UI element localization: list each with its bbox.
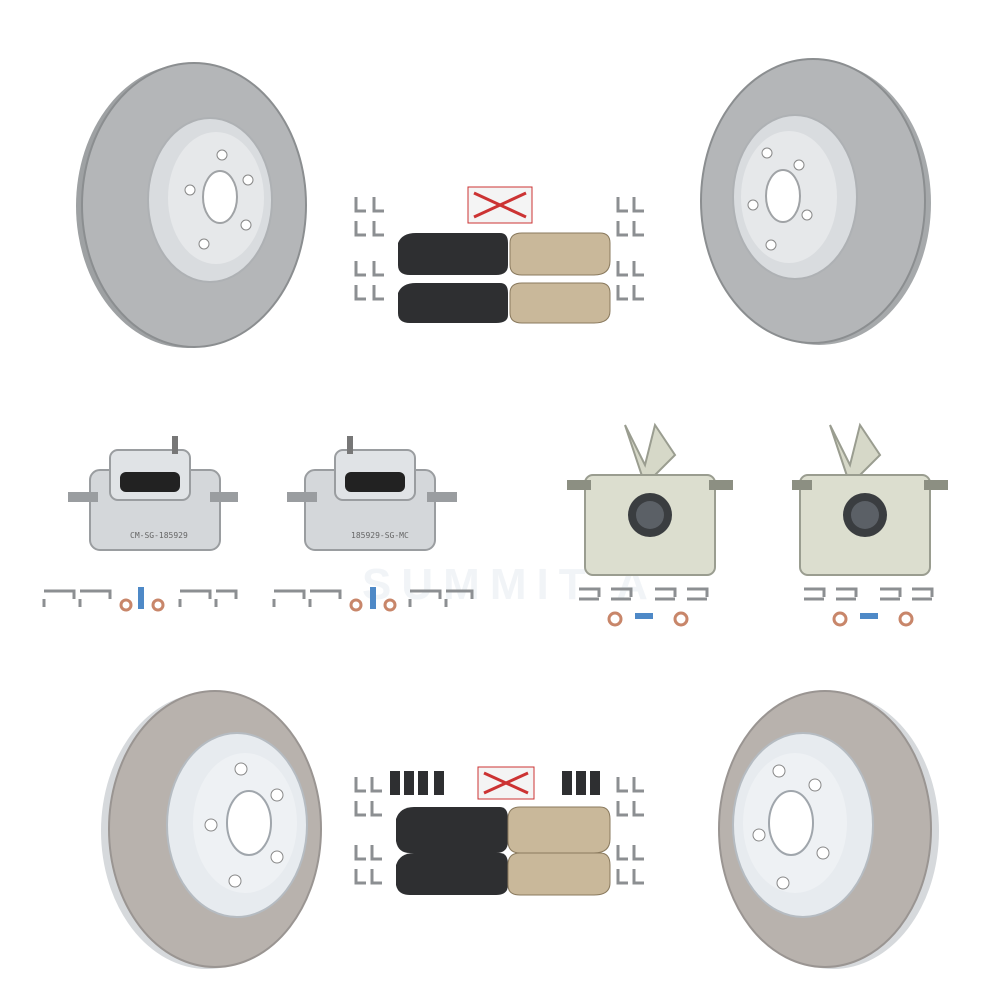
rear-caliper-right <box>790 420 960 580</box>
instruction-sheet-icon <box>477 766 535 800</box>
rotor-icon <box>718 690 939 969</box>
front-brake-pad-set <box>350 765 650 900</box>
caliper-icon <box>567 422 733 576</box>
hardware-clip-icon <box>579 587 709 627</box>
washer-icon <box>673 611 689 627</box>
bolt-icon <box>635 613 653 619</box>
bolt-icon <box>138 587 144 609</box>
caliper-part-label: 185929-SG-MC <box>351 531 409 540</box>
bolt-icon <box>370 587 376 609</box>
rear-rotor-left <box>95 685 325 975</box>
washer-icon <box>119 598 133 612</box>
front-rotor-right <box>695 55 935 345</box>
rotor-icon <box>76 62 307 348</box>
brake-pad-icon <box>354 766 644 896</box>
washer-icon <box>383 598 397 612</box>
washer-icon <box>349 598 363 612</box>
washer-icon <box>832 611 848 627</box>
caliper-icon: 185929-SG-MC <box>287 436 457 551</box>
rear-rotor-right <box>715 685 945 975</box>
washer-icon <box>607 611 623 627</box>
washer-icon <box>151 598 165 612</box>
hardware-clip-icon <box>354 197 644 301</box>
front-left-hardware <box>40 585 240 615</box>
rear-right-hardware <box>800 585 960 630</box>
washer-icon <box>898 611 914 627</box>
rear-left-hardware <box>575 585 735 630</box>
front-right-hardware <box>270 585 480 615</box>
front-caliper-right: 185929-SG-MC <box>285 430 465 570</box>
instruction-sheet-icon <box>467 186 533 224</box>
front-caliper-left: CM-SG-185929 <box>60 430 240 570</box>
hardware-clip-icon <box>272 587 474 612</box>
hardware-clip-icon <box>42 587 238 612</box>
hardware-clip-icon <box>804 587 934 627</box>
front-rotor-left <box>70 60 310 350</box>
rear-caliper-left <box>565 420 735 580</box>
rear-brake-pad-set <box>350 185 650 325</box>
hardware-clip-icon <box>354 777 644 885</box>
caliper-part-label: CM-SG-185929 <box>130 531 188 540</box>
caliper-icon <box>792 422 948 576</box>
caliper-icon: CM-SG-185929 <box>68 436 238 551</box>
bolt-icon <box>860 613 878 619</box>
rotor-icon <box>700 58 931 345</box>
rotor-icon <box>101 690 322 969</box>
brake-pad-icon <box>354 186 644 324</box>
